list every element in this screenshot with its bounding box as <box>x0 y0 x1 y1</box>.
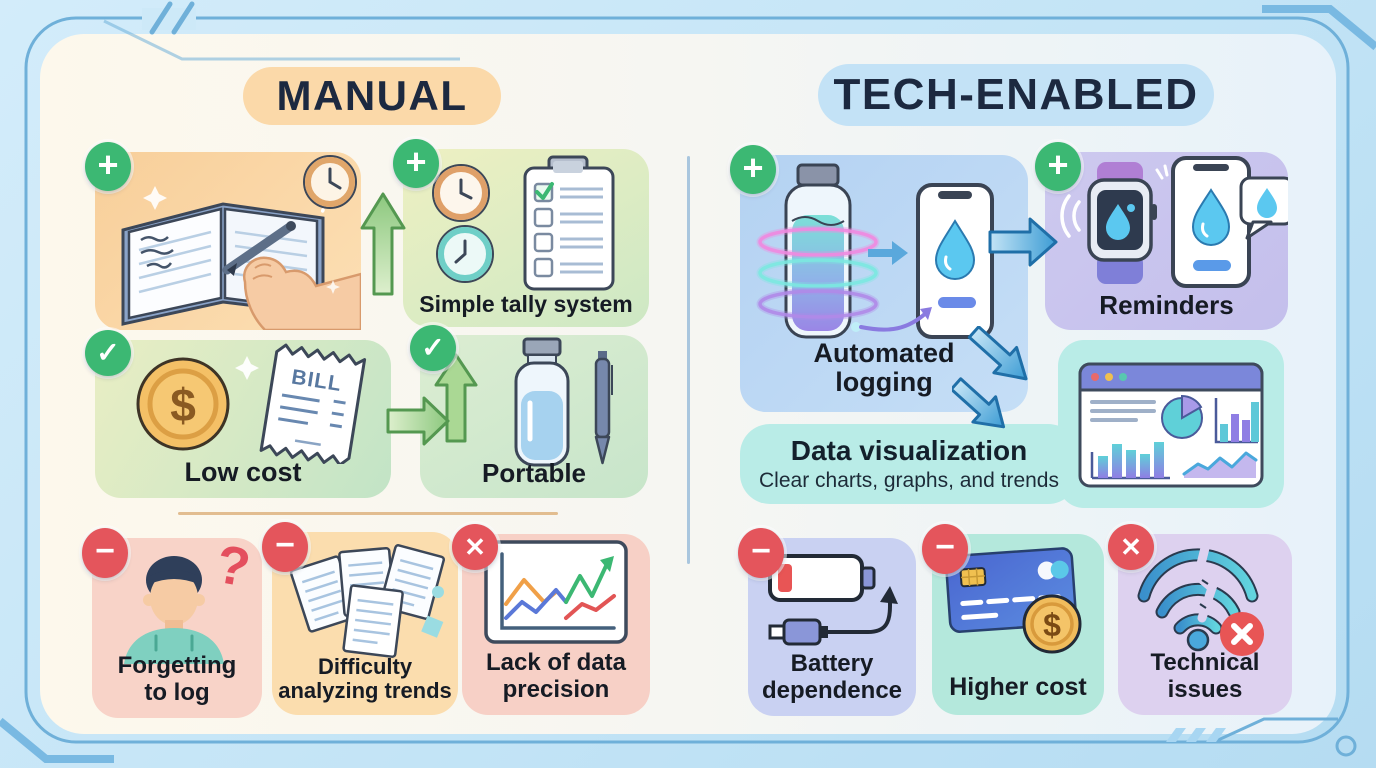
cross-badge: ✕ <box>452 524 498 570</box>
watch-phone-reminder-icon <box>1060 156 1288 288</box>
tech-column-title: TECH-ENABLED <box>818 64 1214 126</box>
automated-label: Automated logging <box>813 337 955 398</box>
plus-badge: + <box>393 139 439 188</box>
up-arrow-icon <box>360 192 406 296</box>
broken-wifi-icon <box>1137 539 1264 656</box>
check-badge: ✓ <box>85 330 131 376</box>
low-cost-label: Low cost <box>184 457 302 488</box>
minus-badge: − <box>262 522 308 572</box>
dollar-sign: $ <box>170 379 196 431</box>
dataviz-subtitle: Clear charts, graphs, and trends <box>759 469 1059 492</box>
technical-issues-card: ✕ Technical issues <box>1108 524 1292 715</box>
right-arrow-icon <box>386 396 450 446</box>
portable-card: ✓ Portable <box>410 325 648 498</box>
person-question-icon: ? <box>124 538 255 664</box>
credit-card-coin-icon: $ <box>944 547 1082 654</box>
question-mark: ? <box>212 538 255 599</box>
imprecise-chart-icon <box>484 540 628 644</box>
battery-card: − Battery dependence <box>738 528 916 716</box>
trends-label: Difficulty analyzing trends <box>278 653 452 703</box>
plus-badge: + <box>730 145 776 194</box>
forgetting-label: Forgetting to log <box>117 652 237 706</box>
bottle-pen-icon <box>434 337 613 467</box>
higher-cost-card: − $ Higher cost <box>922 524 1104 715</box>
clocks-checklist-icon <box>432 155 615 291</box>
double-down-arrow-icon <box>952 326 1028 429</box>
dataviz-title: Data visualization <box>790 435 1028 466</box>
plus-badge: + <box>85 142 131 191</box>
journal-card: + <box>85 142 361 330</box>
higher-cost-label: Higher cost <box>949 672 1087 701</box>
tally-label: Simple tally system <box>419 290 633 317</box>
forgetting-card: − ? Forgetting to log <box>82 528 262 718</box>
smart-bottle-phone-icon <box>756 163 994 339</box>
low-battery-cable-icon <box>768 554 898 646</box>
manual-section-divider <box>178 512 558 515</box>
manual-title-text: MANUAL <box>276 72 468 119</box>
precision-card: ✕ Lack of data precision <box>452 524 650 715</box>
scattered-papers-icon <box>289 544 446 658</box>
minus-badge: − <box>922 524 968 574</box>
tally-card: + Simple tally system <box>393 139 649 327</box>
tech-title-text: TECH-ENABLED <box>833 70 1199 119</box>
technical-label: Technical issues <box>1150 649 1260 703</box>
plus-badge: + <box>1035 142 1081 191</box>
precision-label: Lack of data precision <box>485 649 627 703</box>
low-cost-card: ✓ $ BILL Low cost <box>85 330 391 498</box>
portable-label: Portable <box>481 458 587 489</box>
reminders-label: Reminders <box>1099 290 1234 321</box>
cross-badge: ✕ <box>1108 524 1154 570</box>
minus-badge: − <box>82 528 128 578</box>
dollar-sign: $ <box>1043 607 1061 643</box>
dataviz-dashboard-card <box>1058 340 1284 508</box>
minus-badge: − <box>738 528 784 578</box>
check-badge: ✓ <box>410 325 456 371</box>
flow-right-arrow-icon <box>988 217 1058 267</box>
dataviz-text-card: Data visualization Clear charts, graphs,… <box>740 424 1078 504</box>
column-divider <box>687 156 690 564</box>
reminders-card: + Reminders <box>1035 142 1288 330</box>
journal-writing-icon <box>121 155 361 330</box>
dashboard-charts-icon <box>1078 362 1264 488</box>
trends-card: − <box>262 522 458 715</box>
manual-column-title: MANUAL <box>243 67 501 125</box>
coin-bill-icon: $ BILL <box>136 343 367 464</box>
automated-logging-card: + Automat <box>730 145 1028 412</box>
battery-label: Battery dependence <box>761 650 903 704</box>
